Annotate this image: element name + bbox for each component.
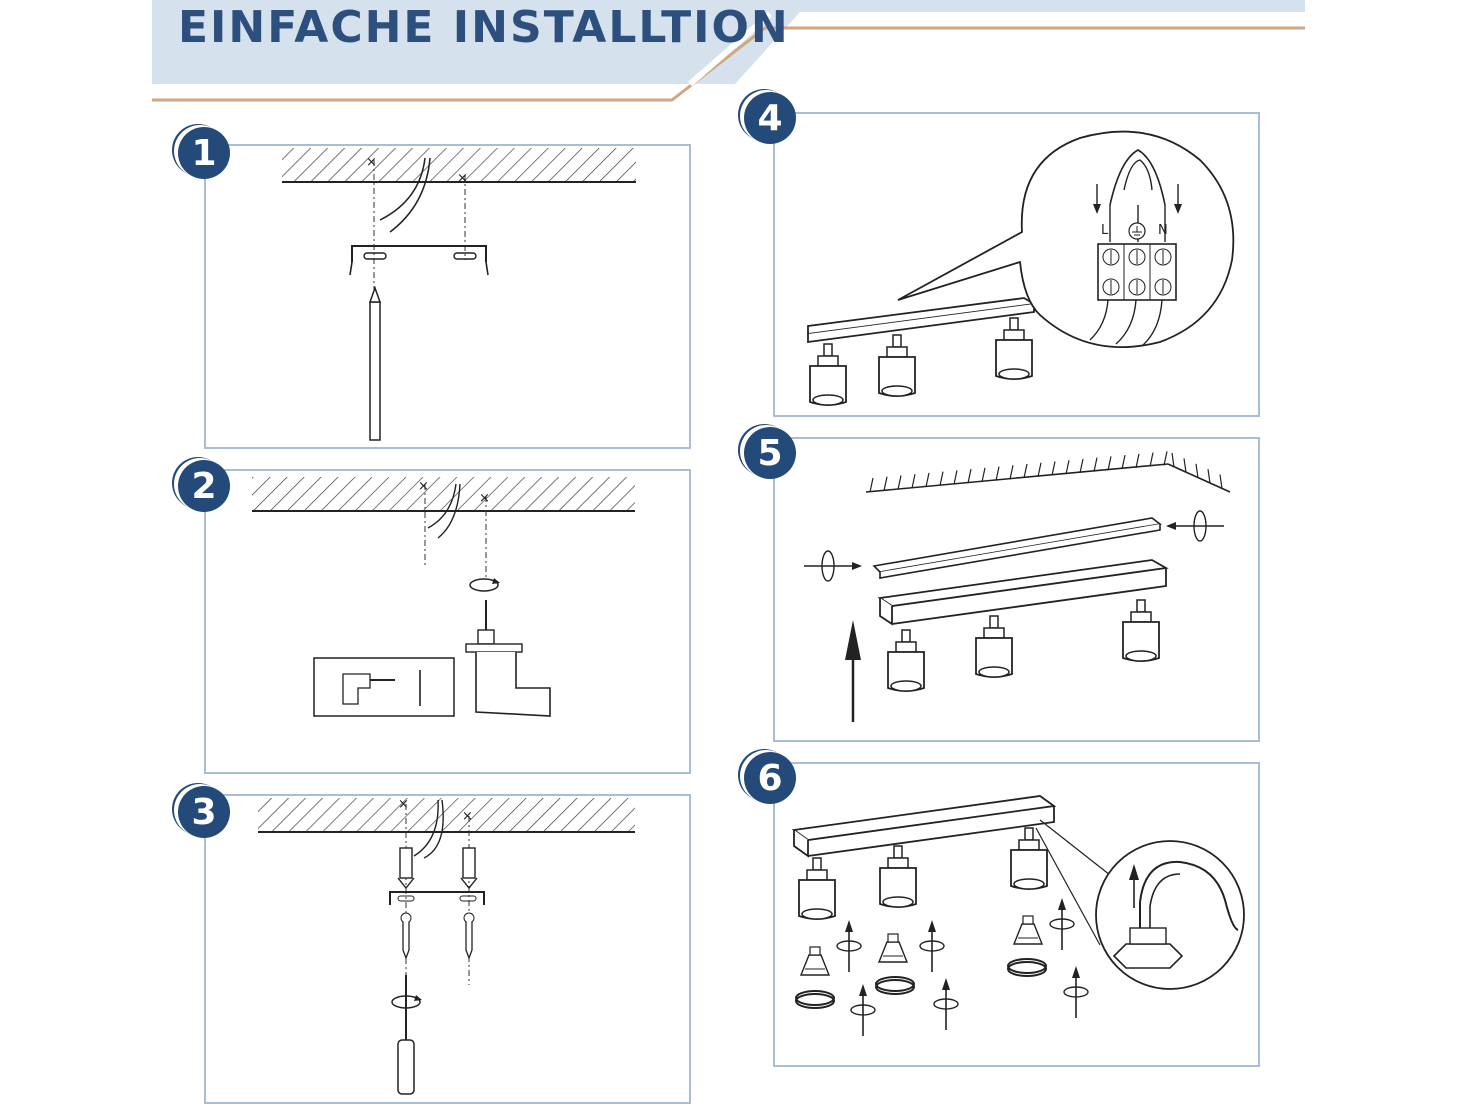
gu10-bulb-icon <box>800 946 830 976</box>
mounting-bracket-icon <box>349 245 489 276</box>
step-2-illustration: × × <box>252 477 635 717</box>
step-1-panel <box>204 144 691 449</box>
step-4-badge: 4 <box>744 92 796 144</box>
step-6-illustration <box>791 795 1245 1037</box>
step-5-badge: 5 <box>744 427 796 479</box>
svg-text:×: × <box>398 797 409 812</box>
terminal-block-icon <box>1089 149 1182 347</box>
header-band <box>152 0 1305 102</box>
svg-text:×: × <box>479 491 490 506</box>
pencil-icon <box>368 285 382 441</box>
step-3-panel <box>204 794 691 1104</box>
svg-text:×: × <box>457 171 468 186</box>
label-live: L <box>1101 223 1109 238</box>
svg-text:×: × <box>418 479 429 494</box>
label-neutral: N <box>1158 223 1168 238</box>
step-3-badge: 3 <box>178 786 230 838</box>
page-title: EINFACHE INSTALLTION <box>178 2 790 53</box>
spotlight-icon <box>809 343 847 406</box>
step-2-badge: 2 <box>178 460 230 512</box>
svg-text:×: × <box>366 155 377 170</box>
screw-icon <box>400 912 475 960</box>
step-3-illustration: × × <box>258 797 635 1095</box>
drill-icon <box>465 600 551 717</box>
rotation-arrow-icon <box>804 510 1224 582</box>
step-5-illustration <box>804 451 1231 722</box>
step-1-badge: 1 <box>178 127 230 179</box>
step-1-illustration: × × <box>282 148 636 441</box>
screwdriver-icon <box>397 975 415 1095</box>
svg-text:×: × <box>462 809 473 824</box>
step-2-panel <box>204 469 691 774</box>
step-6-badge: 6 <box>744 752 796 804</box>
wall-plug-icon <box>397 847 478 890</box>
step-4-illustration <box>807 130 1235 406</box>
